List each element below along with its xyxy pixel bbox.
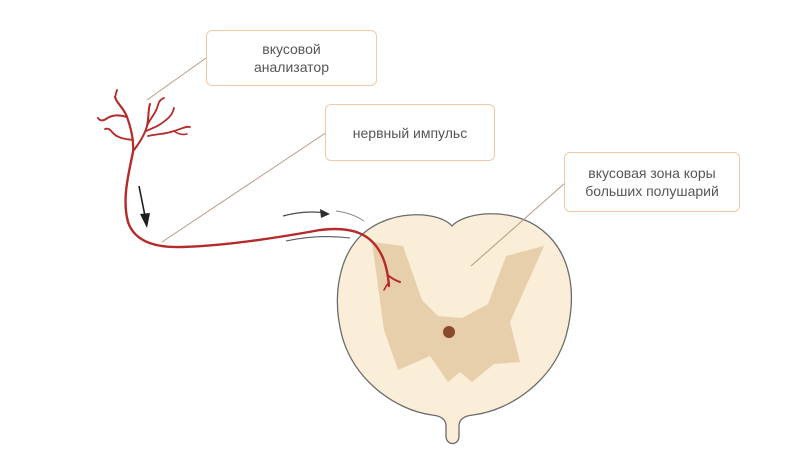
motion-arrow-icon bbox=[320, 209, 330, 218]
dendrite-trunk bbox=[113, 95, 135, 154]
dendrite-branch bbox=[114, 89, 118, 98]
taste-neuron bbox=[97, 89, 401, 291]
callout-cortex-zone: вкусовая зона коры больших полушарий bbox=[564, 152, 740, 212]
motion-arc-lower bbox=[285, 236, 351, 242]
dendrite-branch bbox=[104, 127, 134, 141]
motion-arc-right bbox=[335, 210, 365, 222]
gray-matter-shape bbox=[372, 242, 544, 382]
nerve-fiber bbox=[124, 150, 391, 288]
dendrite-branch bbox=[173, 130, 188, 136]
leader-line-taste-analyzer bbox=[146, 57, 207, 101]
motion-arc-upper bbox=[282, 211, 327, 217]
dendrite-branch bbox=[146, 97, 165, 127]
leader-lines bbox=[146, 57, 566, 267]
nerve-terminal-branch bbox=[388, 275, 401, 283]
impulse-motion-arcs bbox=[282, 209, 365, 242]
nerve-terminal-branch-2 bbox=[383, 281, 390, 291]
spinal-cord-section bbox=[336, 213, 572, 445]
leader-line-nerve-impulse bbox=[161, 131, 328, 243]
dendrite-branch bbox=[133, 103, 151, 151]
dendrite-branch bbox=[145, 107, 175, 132]
callout-nerve-impulse: нервный импульс bbox=[325, 104, 495, 161]
dendrite-branch bbox=[97, 114, 128, 122]
central-canal bbox=[443, 326, 455, 338]
impulse-direction-arrow-icon bbox=[138, 185, 150, 228]
leader-line-cortex-zone bbox=[470, 182, 566, 267]
callout-taste-analyzer: вкусовой анализатор bbox=[206, 30, 377, 86]
